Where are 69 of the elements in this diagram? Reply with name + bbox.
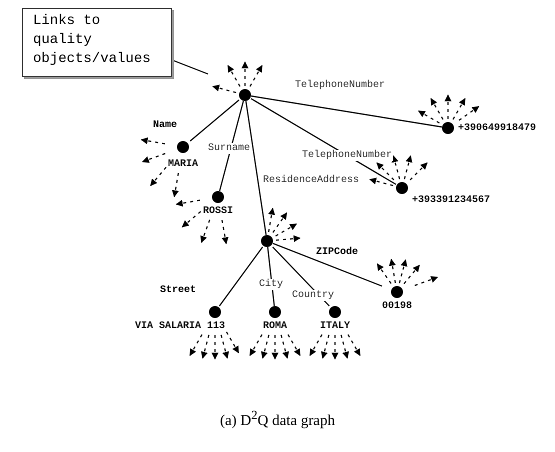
dashed-arrow <box>272 335 278 360</box>
callout-box: Links to quality objects/values <box>22 8 172 77</box>
dashed-arrow <box>332 335 338 360</box>
dashed-arrow <box>280 334 290 359</box>
dashed-arrow <box>392 155 400 180</box>
dashed-arrow <box>140 137 166 144</box>
dashed-arrow <box>369 178 394 186</box>
dashed-arrow <box>212 335 218 360</box>
dashed-arrow <box>276 235 301 242</box>
dashed-arrow <box>220 334 230 359</box>
connector-line <box>219 100 244 192</box>
dashed-arrow <box>287 334 301 356</box>
dashed-arrow <box>249 65 263 87</box>
value-label: +390649918479 <box>458 123 536 134</box>
dashed-arrow <box>320 334 330 359</box>
caption: (a) D$^{2}$Q data graph <box>219 408 336 430</box>
dashed-arrow <box>189 334 203 356</box>
dashed-arrow <box>200 334 210 359</box>
connector-line <box>218 246 264 306</box>
dashed-arrow <box>398 259 408 284</box>
dashed-arrow <box>414 276 438 286</box>
dashed-arrow <box>452 98 466 120</box>
dashed-arrow <box>212 84 236 94</box>
value-label: +393391234567 <box>412 195 490 206</box>
value-label: ROSSI <box>203 206 234 217</box>
dashed-arrow <box>309 334 323 356</box>
connector-line <box>250 98 396 185</box>
leader-line <box>172 59 208 75</box>
value-label: VIA SALARIA 113 <box>135 321 226 332</box>
dashed-arrow <box>347 334 361 356</box>
value-label: ROMA <box>263 321 288 332</box>
dashed-arrow <box>430 98 444 120</box>
dashed-arrow <box>176 200 200 207</box>
dashed-arrow <box>444 94 452 119</box>
dashed-arrow <box>221 220 229 244</box>
value-label: ITALY <box>320 321 350 332</box>
dashed-arrow <box>418 110 440 124</box>
edge-label: TelephoneNumber <box>301 150 394 161</box>
connector-line <box>250 95 442 128</box>
dashed-arrow <box>172 172 179 198</box>
edge-label: Country <box>291 290 336 301</box>
connector-line <box>272 242 382 287</box>
dashed-arrow <box>376 263 392 284</box>
dashed-arrow <box>458 106 480 121</box>
dashed-arrow <box>150 166 167 186</box>
dashed-arrow <box>388 258 396 284</box>
dashed-arrow <box>410 162 428 180</box>
connector-line <box>190 100 240 142</box>
edge-label: City <box>258 279 284 290</box>
dashed-arrow <box>142 152 166 163</box>
value-label: 00198 <box>382 301 412 312</box>
value-label: MARIA <box>168 159 198 170</box>
dashed-arrow <box>376 162 394 180</box>
dashed-arrow <box>227 65 241 87</box>
edge-label: Surname <box>207 143 252 154</box>
dashed-arrow <box>272 212 288 233</box>
dashed-arrow <box>340 334 350 359</box>
edge-label: TelephoneNumber <box>294 80 386 91</box>
dashed-arrow <box>249 334 263 356</box>
dashed-arrow <box>200 220 210 244</box>
dashed-arrow <box>275 223 297 237</box>
dashed-arrow <box>404 264 420 284</box>
dashed-arrow <box>182 211 202 228</box>
dashed-arrow <box>268 208 276 232</box>
dashed-arrow <box>242 61 248 86</box>
dashed-arrow <box>260 334 270 359</box>
dashed-arrow <box>404 155 412 180</box>
dashed-arrow <box>226 332 240 354</box>
connector-line <box>245 100 267 236</box>
